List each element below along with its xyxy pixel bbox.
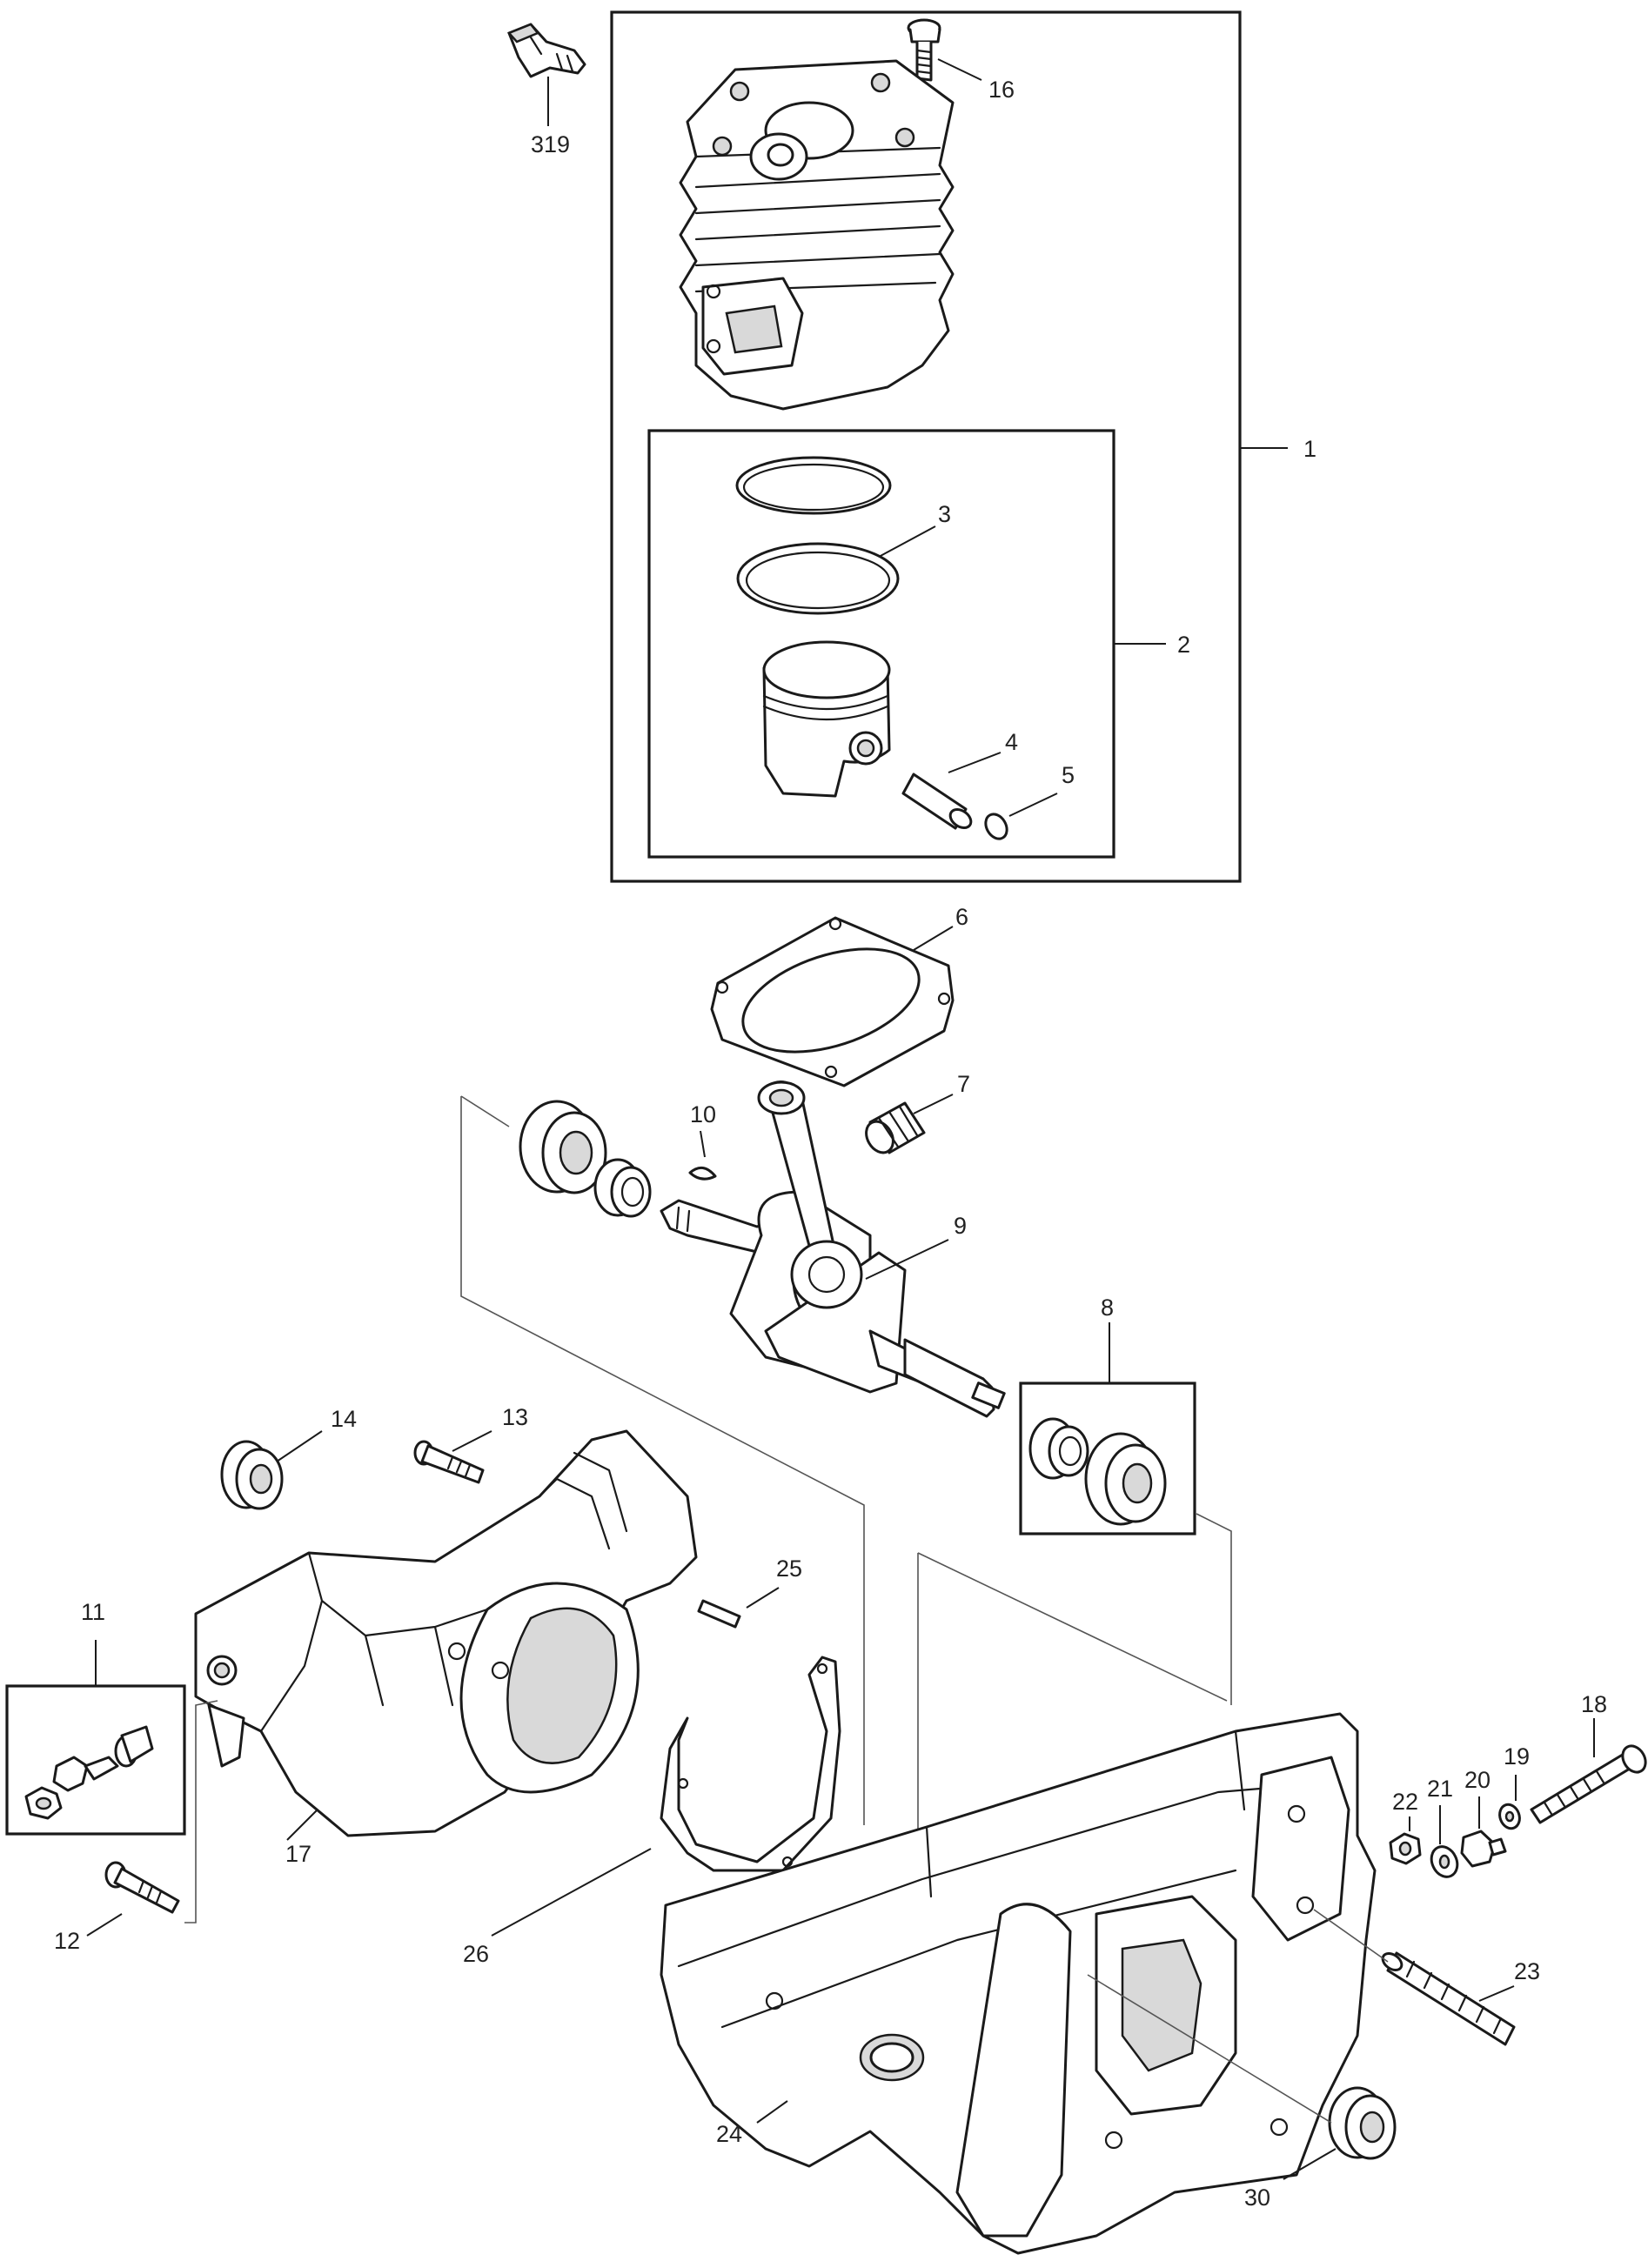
crankshaft-guide-top — [460, 1095, 510, 1127]
leader-30 — [1283, 2148, 1336, 2180]
piston-ring-part[interactable] — [736, 542, 900, 615]
label-319: 319 — [531, 131, 570, 157]
leader-12 — [86, 1913, 123, 1937]
cylinder-kit-frame — [610, 10, 1242, 883]
oil-seal-lower-part[interactable] — [1328, 2086, 1397, 2160]
crank-bearing-right-part[interactable] — [1028, 1417, 1089, 1480]
crankcase-gasket-part[interactable] — [660, 1656, 841, 1872]
leader-24 — [756, 2100, 788, 2124]
leader-5 — [1008, 793, 1058, 817]
label-5: 5 — [1062, 762, 1075, 788]
piston-pin-part[interactable] — [901, 773, 975, 832]
label-26: 26 — [463, 1941, 489, 1967]
label-19: 19 — [1504, 1743, 1530, 1770]
label-6: 6 — [955, 904, 968, 930]
label-1: 1 — [1303, 436, 1316, 462]
label-18: 18 — [1581, 1691, 1607, 1717]
bearing-kit-frame — [1019, 1382, 1196, 1535]
label-22: 22 — [1392, 1789, 1418, 1815]
circlip-part[interactable] — [981, 811, 1011, 843]
crankcase-guide-right — [1196, 1513, 1232, 1705]
leader-23 — [1478, 1985, 1515, 2002]
crankcase-bolt-lower-part[interactable] — [104, 1861, 180, 1914]
crank-oil-seal-left-part[interactable] — [519, 1100, 607, 1194]
leader-17 — [286, 1809, 318, 1841]
crankcase-guide-lower — [917, 1553, 934, 1867]
label-25: 25 — [776, 1555, 802, 1582]
leader-13 — [452, 1430, 492, 1452]
valve-body-part[interactable] — [52, 1725, 154, 1792]
leader-26 — [491, 1848, 652, 1937]
label-7: 7 — [957, 1071, 970, 1097]
label-17: 17 — [285, 1841, 312, 1867]
oil-seal-part[interactable] — [220, 1440, 284, 1510]
label-24: 24 — [716, 2121, 742, 2147]
leader-7 — [913, 1094, 954, 1114]
label-13: 13 — [502, 1404, 528, 1430]
leader-10 — [700, 1130, 706, 1158]
label-23: 23 — [1514, 1958, 1540, 1984]
label-8: 8 — [1101, 1295, 1114, 1321]
needle-bearing-part[interactable] — [861, 1101, 926, 1157]
piston-part[interactable] — [762, 640, 891, 798]
label-12: 12 — [54, 1928, 80, 1954]
crankcase-guide-diag — [917, 1552, 1228, 1702]
dowel-pin-part[interactable] — [697, 1599, 741, 1629]
leader-16 — [937, 58, 982, 81]
label-30: 30 — [1244, 2184, 1270, 2211]
label-3: 3 — [938, 501, 951, 527]
washer-part[interactable] — [1427, 1843, 1463, 1881]
crankshaft-guide-left — [460, 1096, 865, 1825]
leader-4 — [948, 752, 1002, 773]
crank-oil-seal-right-part[interactable] — [1084, 1432, 1167, 1526]
leader-14 — [276, 1430, 323, 1462]
label-14: 14 — [331, 1406, 357, 1432]
valve-nut-part[interactable] — [24, 1786, 63, 1820]
stud-guide — [1313, 1909, 1389, 1963]
leader-3 — [878, 525, 936, 558]
long-bolt-part[interactable] — [1530, 1742, 1648, 1824]
adjuster-part[interactable] — [1460, 1830, 1507, 1868]
crank-bearing-left-part[interactable] — [593, 1158, 652, 1218]
nut-part[interactable] — [1389, 1832, 1422, 1865]
seal-guide — [1087, 1974, 1332, 2124]
crankshaft-part[interactable] — [660, 1080, 1006, 1418]
crankcase-right-part[interactable] — [660, 1712, 1377, 2255]
bar-stud-part[interactable] — [1380, 1950, 1516, 2046]
label-16: 16 — [988, 77, 1015, 103]
leader-6 — [913, 926, 954, 951]
woodruff-key-part[interactable] — [688, 1166, 717, 1181]
spacer-part[interactable] — [1497, 1802, 1523, 1831]
crankcase-bolt-upper-part[interactable] — [413, 1440, 485, 1484]
cylinder-gasket-part[interactable] — [710, 916, 955, 1087]
label-2: 2 — [1177, 632, 1190, 658]
decompression-valve-part[interactable] — [506, 23, 586, 78]
label-10: 10 — [690, 1101, 716, 1127]
leader-25 — [746, 1587, 780, 1609]
label-9: 9 — [954, 1213, 967, 1239]
leader-9 — [865, 1239, 949, 1280]
crankcase-left-part[interactable] — [194, 1429, 698, 1837]
piston-ring-upper-part[interactable] — [735, 456, 892, 515]
cylinder-screw-part[interactable] — [907, 18, 941, 82]
cylinder-part[interactable] — [679, 59, 955, 411]
label-21: 21 — [1427, 1776, 1453, 1802]
bolt-guide — [184, 1700, 218, 1923]
label-20: 20 — [1464, 1767, 1491, 1793]
label-11: 11 — [81, 1599, 105, 1625]
label-4: 4 — [1005, 729, 1018, 755]
